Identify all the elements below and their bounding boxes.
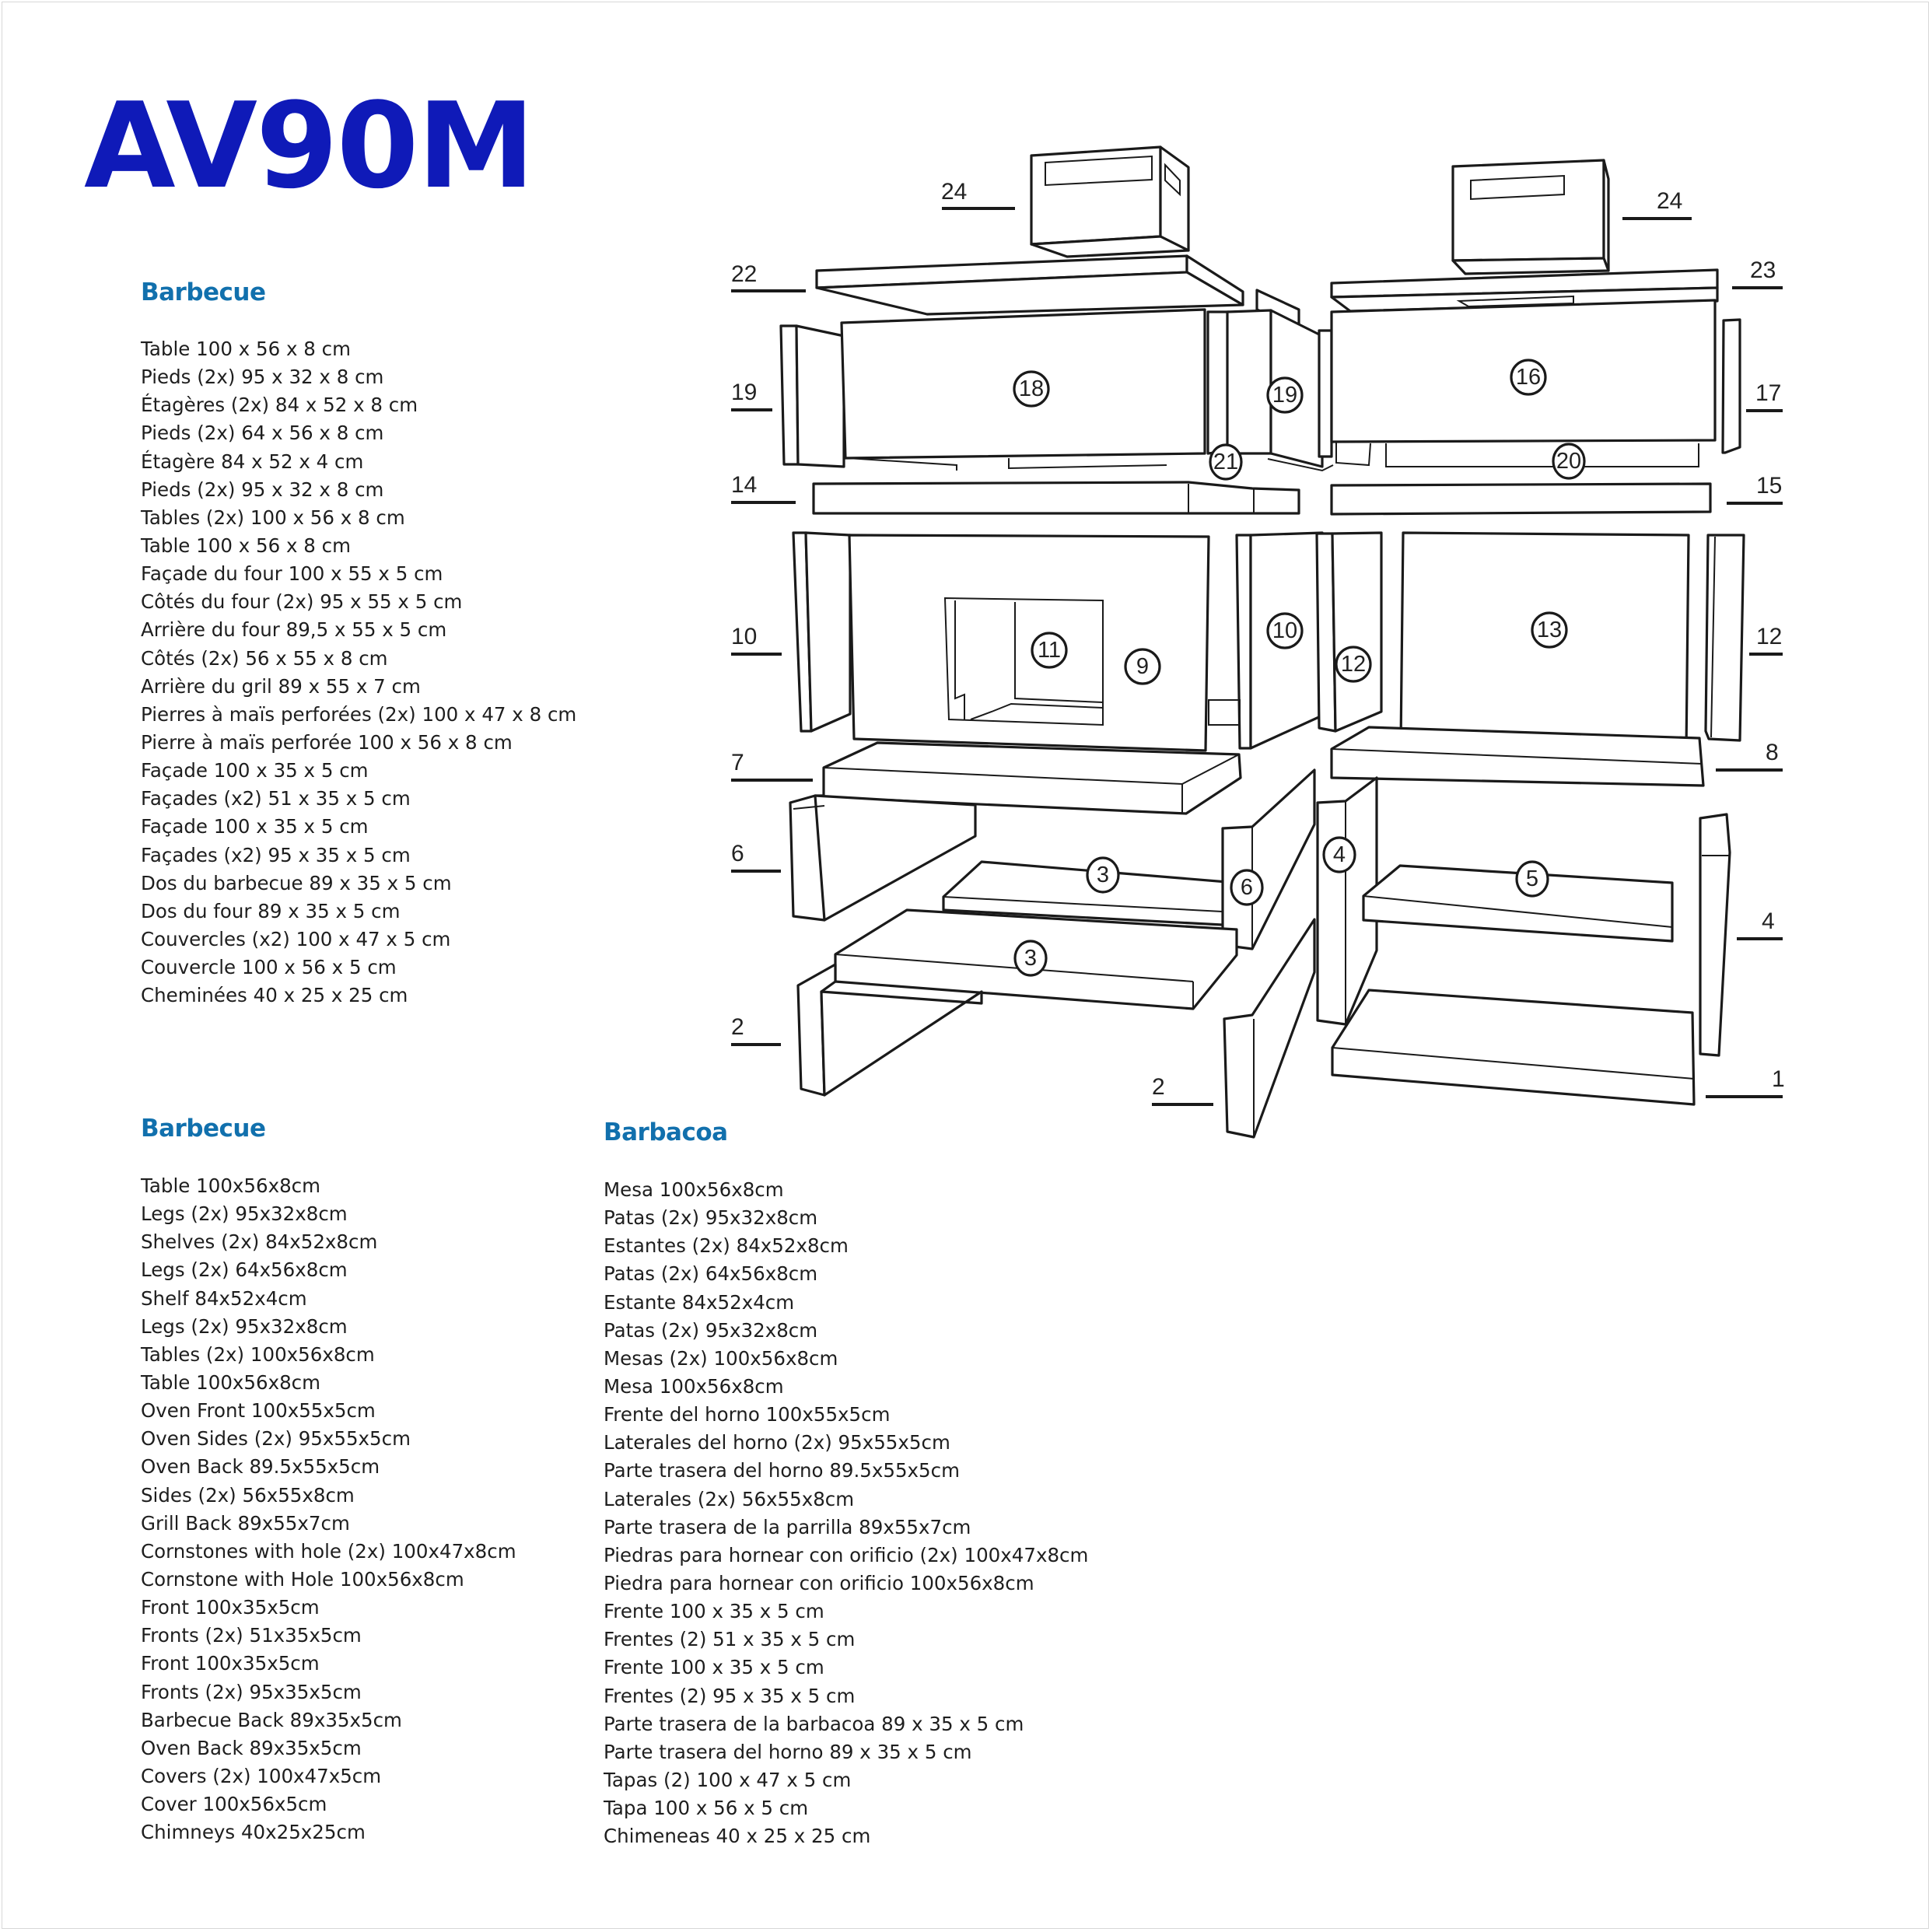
list-item: Table 100 x 56 x 8 cm: [141, 534, 351, 557]
list-item: Table 100x56x8cm: [141, 1174, 321, 1197]
list-item: Façade 100 x 35 x 5 cm: [141, 815, 369, 838]
list-item: Tables (2x) 100x56x8cm: [141, 1342, 375, 1366]
list-item: Fronts (2x) 51x35x5cm: [141, 1624, 362, 1647]
list-item: Arrière du four 89,5 x 55 x 5 cm: [141, 618, 447, 642]
list-item: Legs (2x) 95x32x8cm: [141, 1314, 348, 1338]
list-item: Legs (2x) 64x56x8cm: [141, 1258, 348, 1282]
list-item: Sides (2x) 56x55x8cm: [141, 1483, 355, 1507]
list-item: Frentes (2) 95 x 35 x 5 cm: [604, 1684, 856, 1707]
list-item: Cornstones with hole (2x) 100x47x8cm: [141, 1539, 516, 1563]
list-item: Parte trasera de la parrilla 89x55x7cm: [604, 1515, 971, 1538]
list-item: Pierre à maïs perforée 100 x 56 x 8 cm: [141, 730, 513, 754]
list-item: Patas (2x) 64x56x8cm: [604, 1262, 818, 1286]
list-item: Patas (2x) 95x32x8cm: [604, 1318, 818, 1342]
list-item: Pieds (2x) 95 x 32 x 8 cm: [141, 478, 384, 501]
list-item: Tapas (2) 100 x 47 x 5 cm: [604, 1768, 852, 1791]
list-item: Shelves (2x) 84x52x8cm: [141, 1230, 378, 1254]
list-item: Covers (2x) 100x47x5cm: [141, 1764, 382, 1787]
list-item: Mesa 100x56x8cm: [604, 1178, 784, 1201]
list-item: Cheminées 40 x 25 x 25 cm: [141, 984, 408, 1007]
list-item: Parte trasera del horno 89 x 35 x 5 cm: [604, 1740, 972, 1763]
list-item: Dos du four 89 x 35 x 5 cm: [141, 899, 401, 922]
list-item: Façade 100 x 35 x 5 cm: [141, 759, 369, 782]
list-item: Chimneys 40x25x25cm: [141, 1821, 366, 1844]
list-item: Oven Back 89.5x55x5cm: [141, 1455, 380, 1479]
list-item: Pieds (2x) 95 x 32 x 8 cm: [141, 366, 384, 389]
list-item: Legs (2x) 95x32x8cm: [141, 1202, 348, 1226]
list-item: Pieds (2x) 64 x 56 x 8 cm: [141, 422, 384, 445]
list-item: Mesas (2x) 100x56x8cm: [604, 1346, 838, 1370]
list-item: Tapa 100 x 56 x 5 cm: [604, 1797, 809, 1820]
list-item: Pierres à maïs perforées (2x) 100 x 47 x…: [141, 702, 577, 726]
heading-es: Barbacoa: [604, 1118, 728, 1146]
list-item: Tables (2x) 100 x 56 x 8 cm: [141, 506, 405, 529]
list-item: Côtés (2x) 56 x 55 x 8 cm: [141, 646, 388, 670]
list-item: Dos du barbecue 89 x 35 x 5 cm: [141, 871, 452, 894]
list-item: Front 100x35x5cm: [141, 1652, 320, 1675]
list-item: Cornstone with Hole 100x56x8cm: [141, 1567, 464, 1591]
list-item: Fronts (2x) 95x35x5cm: [141, 1680, 362, 1703]
list-item: Front 100x35x5cm: [141, 1596, 320, 1619]
list-item: Grill Back 89x55x7cm: [141, 1511, 350, 1535]
list-item: Parte trasera de la barbacoa 89 x 35 x 5…: [604, 1712, 1024, 1735]
list-item: Barbecue Back 89x35x5cm: [141, 1708, 402, 1731]
list-item: Table 100 x 56 x 8 cm: [141, 338, 351, 360]
list-item: Estantes (2x) 84x52x8cm: [604, 1234, 849, 1258]
parts-list-en: Table 100x56x8cm Legs (2x) 95x32x8cm She…: [141, 1172, 516, 1846]
heading-en: Barbecue: [141, 1115, 266, 1143]
list-item: Côtés du four (2x) 95 x 55 x 5 cm: [141, 590, 463, 614]
list-item: Chimeneas 40 x 25 x 25 cm: [604, 1825, 871, 1848]
list-item: Table 100x56x8cm: [141, 1370, 321, 1394]
list-item: Shelf 84x52x4cm: [141, 1286, 307, 1310]
list-item: Laterales del horno (2x) 95x55x5cm: [604, 1431, 950, 1454]
list-item: Étagère 84 x 52 x 4 cm: [141, 450, 364, 473]
list-item: Frente del horno 100x55x5cm: [604, 1403, 891, 1426]
list-item: Couvercle 100 x 56 x 5 cm: [141, 956, 397, 979]
list-item: Oven Sides (2x) 95x55x5cm: [141, 1427, 411, 1451]
list-item: Laterales (2x) 56x55x8cm: [604, 1487, 855, 1510]
list-item: Étagères (2x) 84 x 52 x 8 cm: [141, 394, 418, 417]
list-item: Oven Back 89x35x5cm: [141, 1736, 362, 1759]
list-item: Façades (x2) 51 x 35 x 5 cm: [141, 787, 411, 810]
list-item: Façade du four 100 x 55 x 5 cm: [141, 562, 443, 586]
list-item: Piedras para hornear con orificio (2x) 1…: [604, 1543, 1089, 1566]
list-item: Oven Front 100x55x5cm: [141, 1399, 376, 1423]
list-item: Frentes (2) 51 x 35 x 5 cm: [604, 1628, 856, 1651]
list-item: Façades (x2) 95 x 35 x 5 cm: [141, 843, 411, 866]
list-item: Mesa 100x56x8cm: [604, 1374, 784, 1398]
list-item: Parte trasera del horno 89.5x55x5cm: [604, 1459, 960, 1482]
heading-fr: Barbecue: [141, 278, 266, 306]
list-item: Couvercles (x2) 100 x 47 x 5 cm: [141, 927, 451, 950]
list-item: Estante 84x52x4cm: [604, 1290, 795, 1314]
list-item: Frente 100 x 35 x 5 cm: [604, 1600, 824, 1623]
list-item: Cover 100x56x5cm: [141, 1793, 327, 1816]
parts-list-fr: Table 100 x 56 x 8 cm Pieds (2x) 95 x 32…: [141, 335, 576, 1010]
list-item: Patas (2x) 95x32x8cm: [604, 1206, 818, 1230]
list-item: Piedra para hornear con orificio 100x56x…: [604, 1571, 1034, 1594]
list-item: Frente 100 x 35 x 5 cm: [604, 1656, 824, 1679]
parts-list-es: Mesa 100x56x8cm Patas (2x) 95x32x8cm Est…: [604, 1176, 1088, 1850]
list-item: Arrière du gril 89 x 55 x 7 cm: [141, 674, 421, 698]
model-title: AV90M: [84, 77, 535, 215]
